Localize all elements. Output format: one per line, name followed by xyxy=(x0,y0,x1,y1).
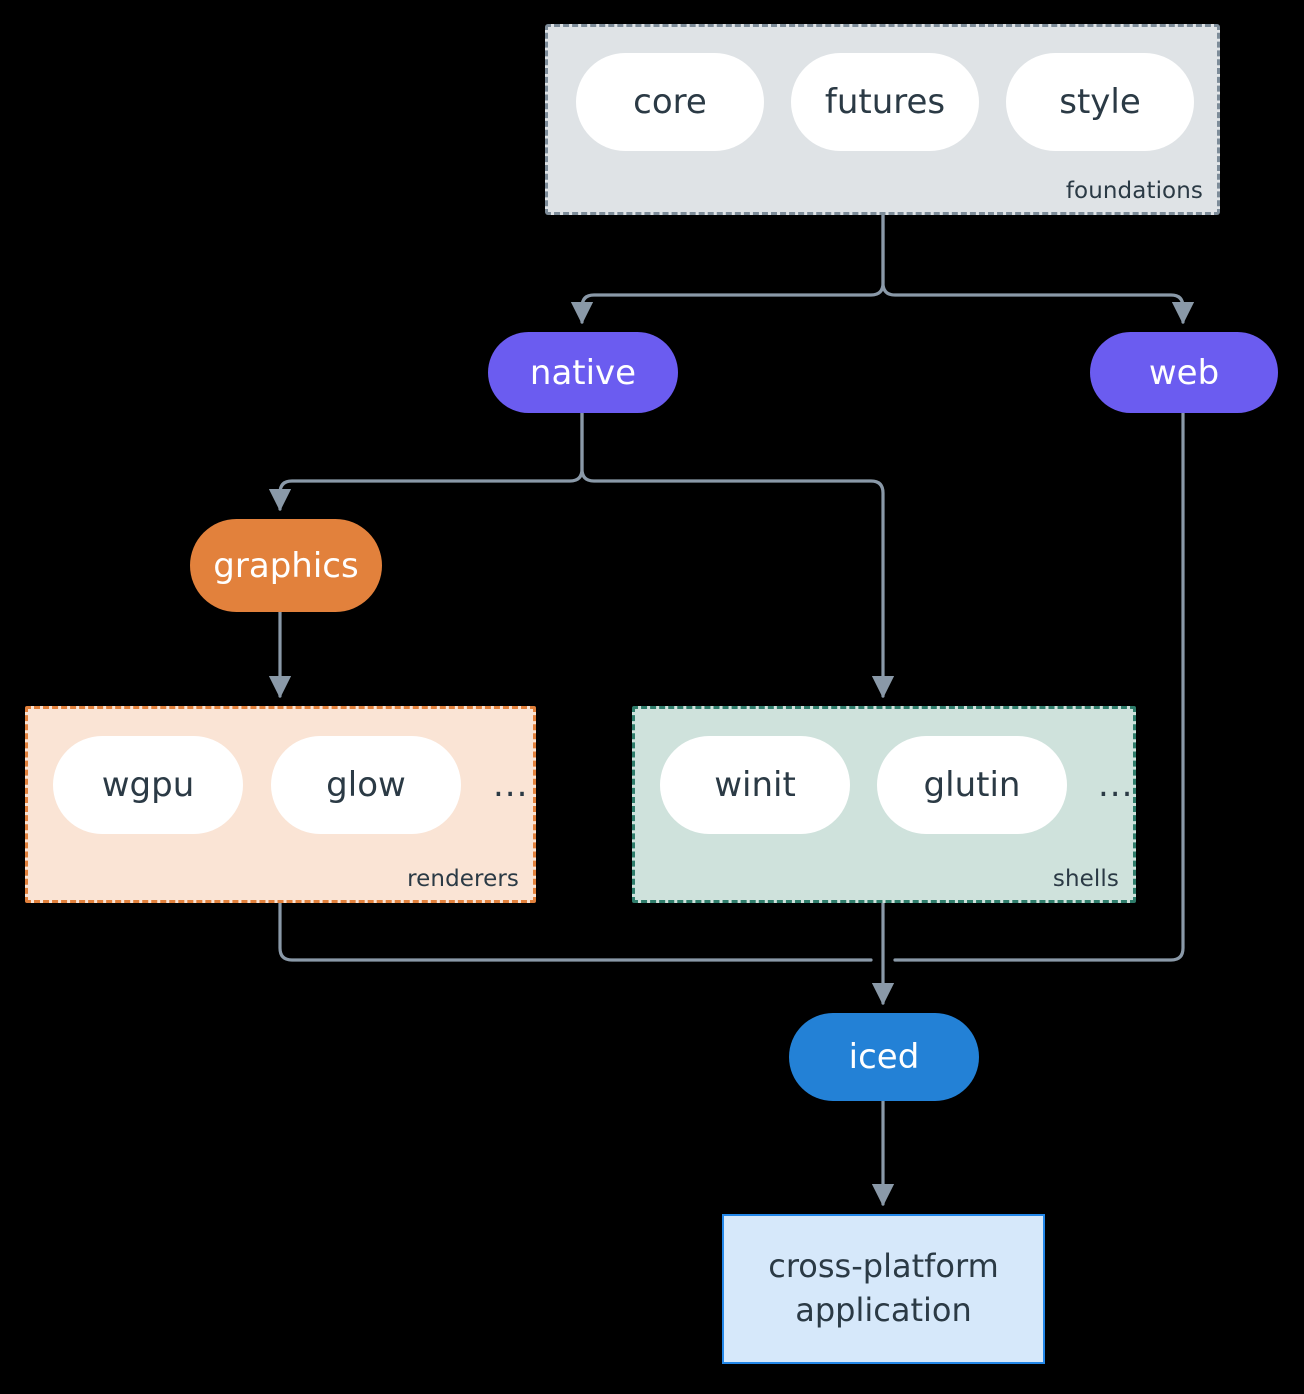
chip-style[interactable]: style xyxy=(1006,53,1194,151)
chip-glutin[interactable]: glutin xyxy=(877,736,1067,834)
chip-futures[interactable]: futures xyxy=(791,53,979,151)
chip-wgpu[interactable]: wgpu xyxy=(53,736,243,834)
chip-core[interactable]: core xyxy=(576,53,764,151)
foundations-chip-row: core futures style xyxy=(576,53,1194,151)
node-graphics[interactable]: graphics xyxy=(190,519,382,612)
edge-renderers-to-iced xyxy=(278,901,873,962)
group-label-renderers: renderers xyxy=(407,866,519,892)
node-cross-platform-application[interactable]: cross-platform application xyxy=(722,1214,1045,1364)
node-web[interactable]: web xyxy=(1090,332,1278,413)
edge-foundations-to-native xyxy=(570,213,885,325)
node-native[interactable]: native xyxy=(488,332,678,413)
edge-native-to-shells xyxy=(580,411,895,699)
edge-native-to-graphics xyxy=(268,411,584,512)
edge-foundations-to-web xyxy=(881,213,1195,325)
shells-chip-row: winit glutin ... xyxy=(660,736,1133,834)
chip-winit[interactable]: winit xyxy=(660,736,850,834)
chip-glow[interactable]: glow xyxy=(271,736,461,834)
app-label-line2: application xyxy=(795,1291,972,1329)
node-iced[interactable]: iced xyxy=(789,1013,979,1101)
shells-ellipsis: ... xyxy=(1098,765,1134,805)
group-label-foundations: foundations xyxy=(1065,178,1203,204)
renderers-ellipsis: ... xyxy=(493,765,529,805)
group-label-shells: shells xyxy=(1052,866,1119,892)
app-label-line1: cross-platform xyxy=(768,1247,999,1286)
renderers-chip-row: wgpu glow ... xyxy=(53,736,528,834)
group-shells: winit glutin ... shells xyxy=(632,706,1136,903)
group-foundations: core futures style foundations xyxy=(545,24,1220,215)
group-renderers: wgpu glow ... renderers xyxy=(25,706,536,903)
